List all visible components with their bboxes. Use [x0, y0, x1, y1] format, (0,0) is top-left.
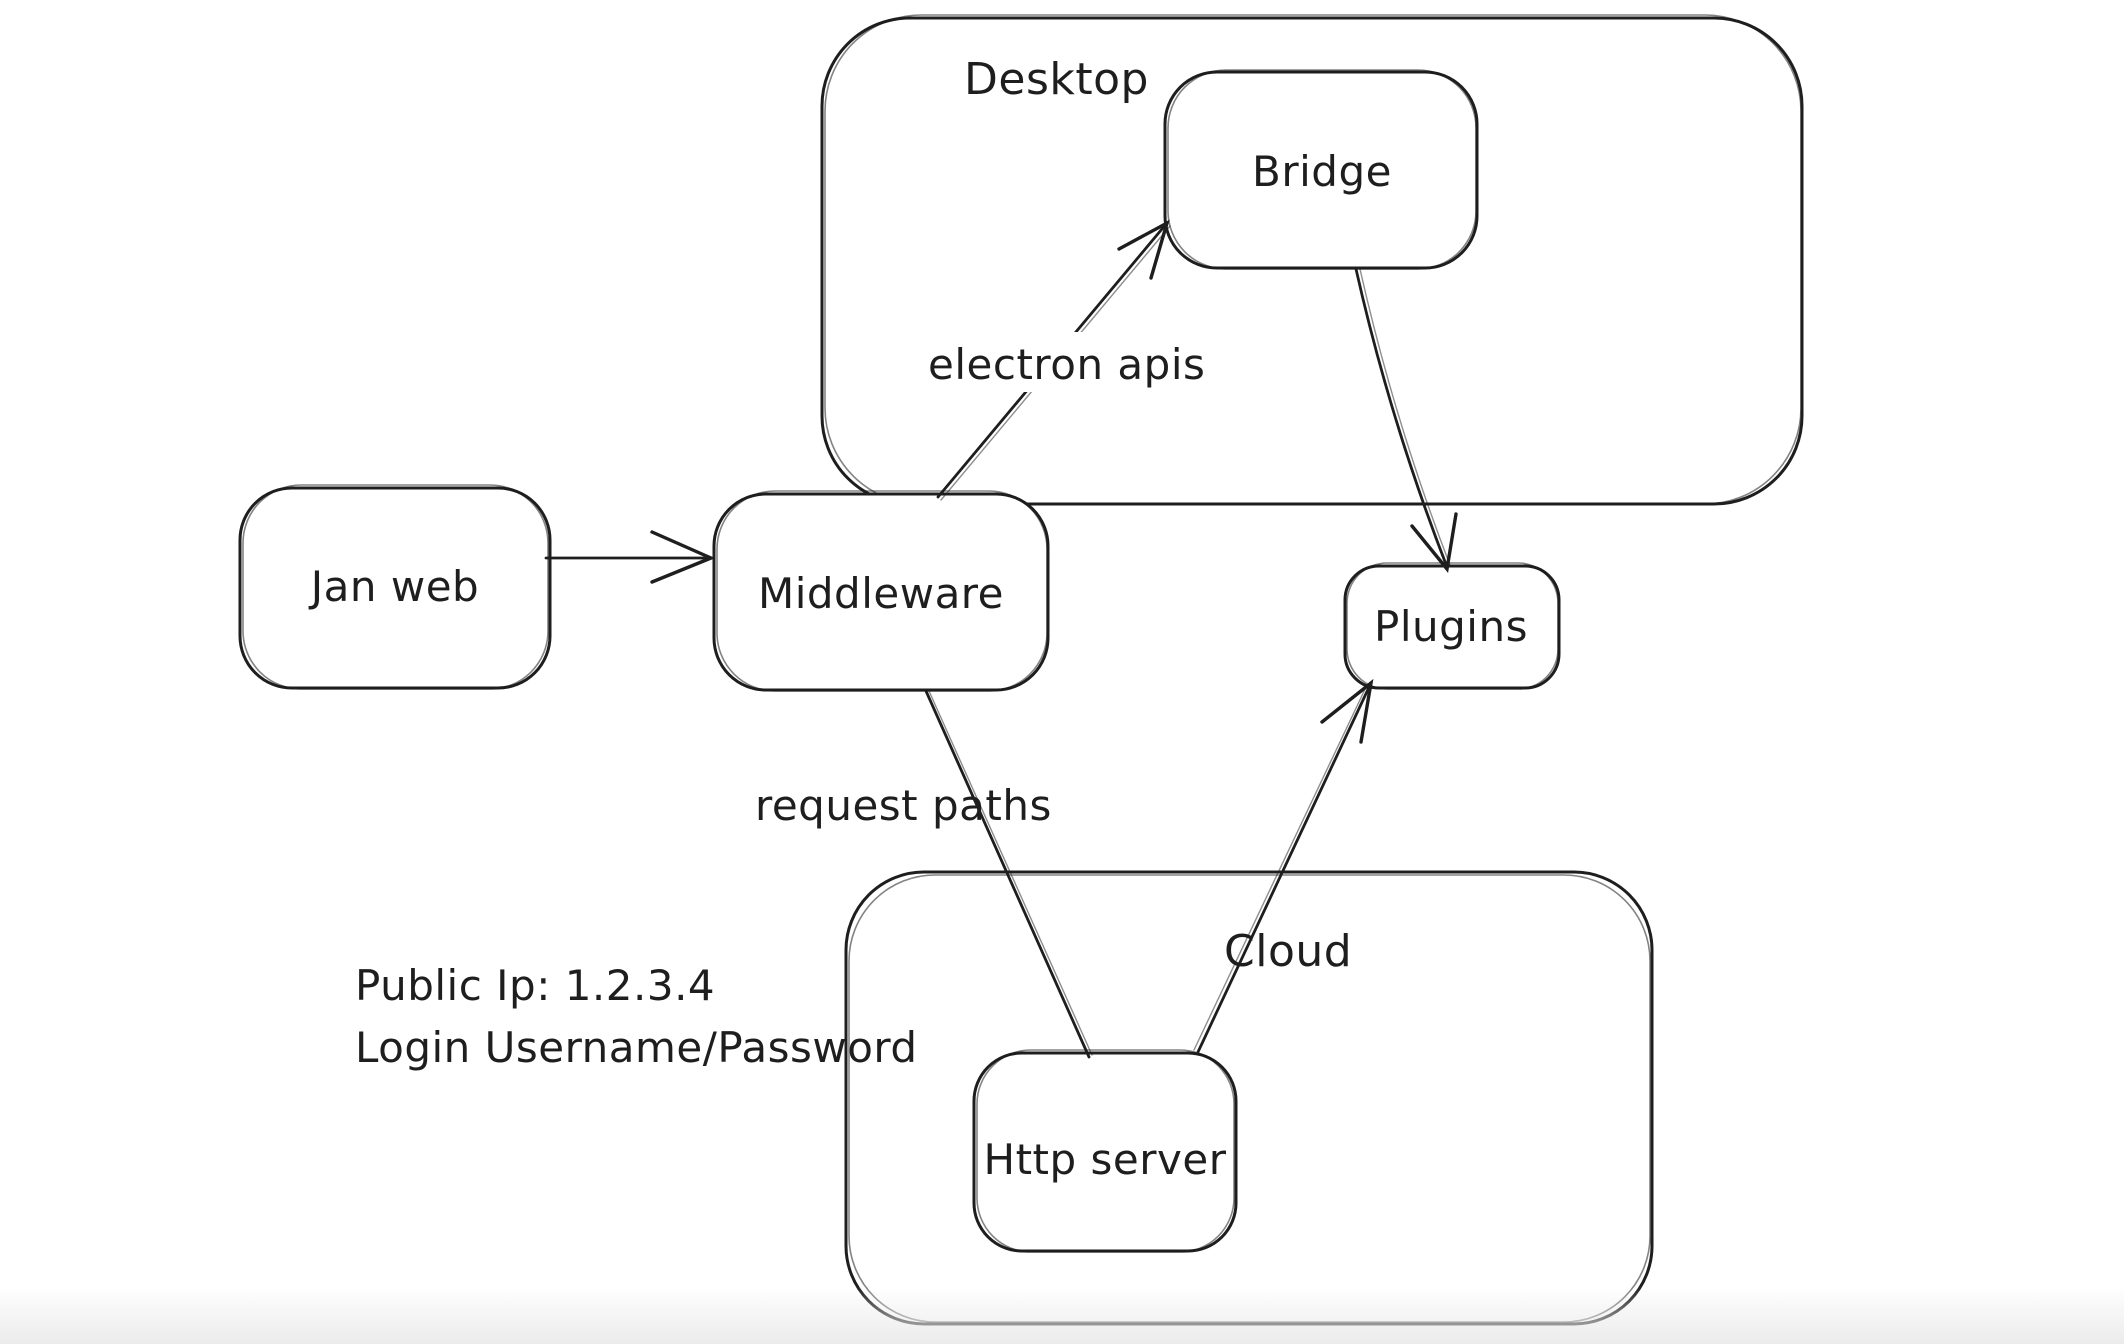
edge-bridge-to-plugins[interactable] [1354, 267, 1449, 569]
node-middleware-box[interactable] [712, 492, 1050, 692]
node-jan-web-label[interactable]: Jan web [308, 562, 479, 611]
node-bridge-box[interactable] [1163, 70, 1479, 270]
bottom-fade [0, 1286, 2124, 1344]
node-http-server-box[interactable] [972, 1051, 1238, 1253]
container-desktop-label[interactable]: Desktop [964, 54, 1149, 105]
edge-http-server-to-plugins-sketch [1193, 684, 1368, 1051]
container-desktop-box-sketch [824, 14, 1802, 505]
node-middleware-label[interactable]: Middleware [758, 569, 1004, 618]
edge-bridge-to-plugins-sketch [1359, 268, 1451, 566]
node-plugins-label[interactable]: Plugins [1374, 602, 1528, 651]
edge-bridge-to-plugins-arrowhead [1410, 512, 1458, 574]
edge-middleware-to-http-server[interactable] [924, 689, 1091, 1059]
edge-middleware-to-bridge-arrowhead [1117, 219, 1170, 280]
node-jan-web-box-sketch [242, 484, 549, 690]
node-jan-web-box[interactable] [238, 486, 552, 690]
edge-jan-web-to-middleware-arrowhead [650, 530, 716, 584]
node-middleware-box-sketch [716, 490, 1048, 692]
edge-label-request-paths[interactable]: request paths [755, 781, 1052, 830]
annotation-login[interactable]: Login Username/Password [355, 1023, 918, 1072]
node-plugins-box-sketch [1346, 562, 1559, 690]
node-http-server-box-sketch [976, 1049, 1235, 1253]
node-bridge-label[interactable]: Bridge [1252, 147, 1392, 196]
annotation-public-ip[interactable]: Public Ip: 1.2.3.4 [355, 961, 715, 1010]
node-http-server-label[interactable]: Http server [984, 1135, 1227, 1184]
edge-http-server-to-plugins-arrowhead [1320, 678, 1374, 744]
container-cloud-label[interactable]: Cloud [1224, 926, 1352, 977]
edge-label-electron-apis[interactable]: electron apis [928, 340, 1205, 389]
node-plugins-box[interactable] [1343, 564, 1561, 690]
node-bridge-box-sketch [1167, 69, 1477, 270]
edge-http-server-to-plugins[interactable] [1196, 681, 1373, 1054]
edge-middleware-to-http-server-sketch [928, 690, 1093, 1056]
edge-label-electron-apis-mask [922, 332, 1188, 392]
